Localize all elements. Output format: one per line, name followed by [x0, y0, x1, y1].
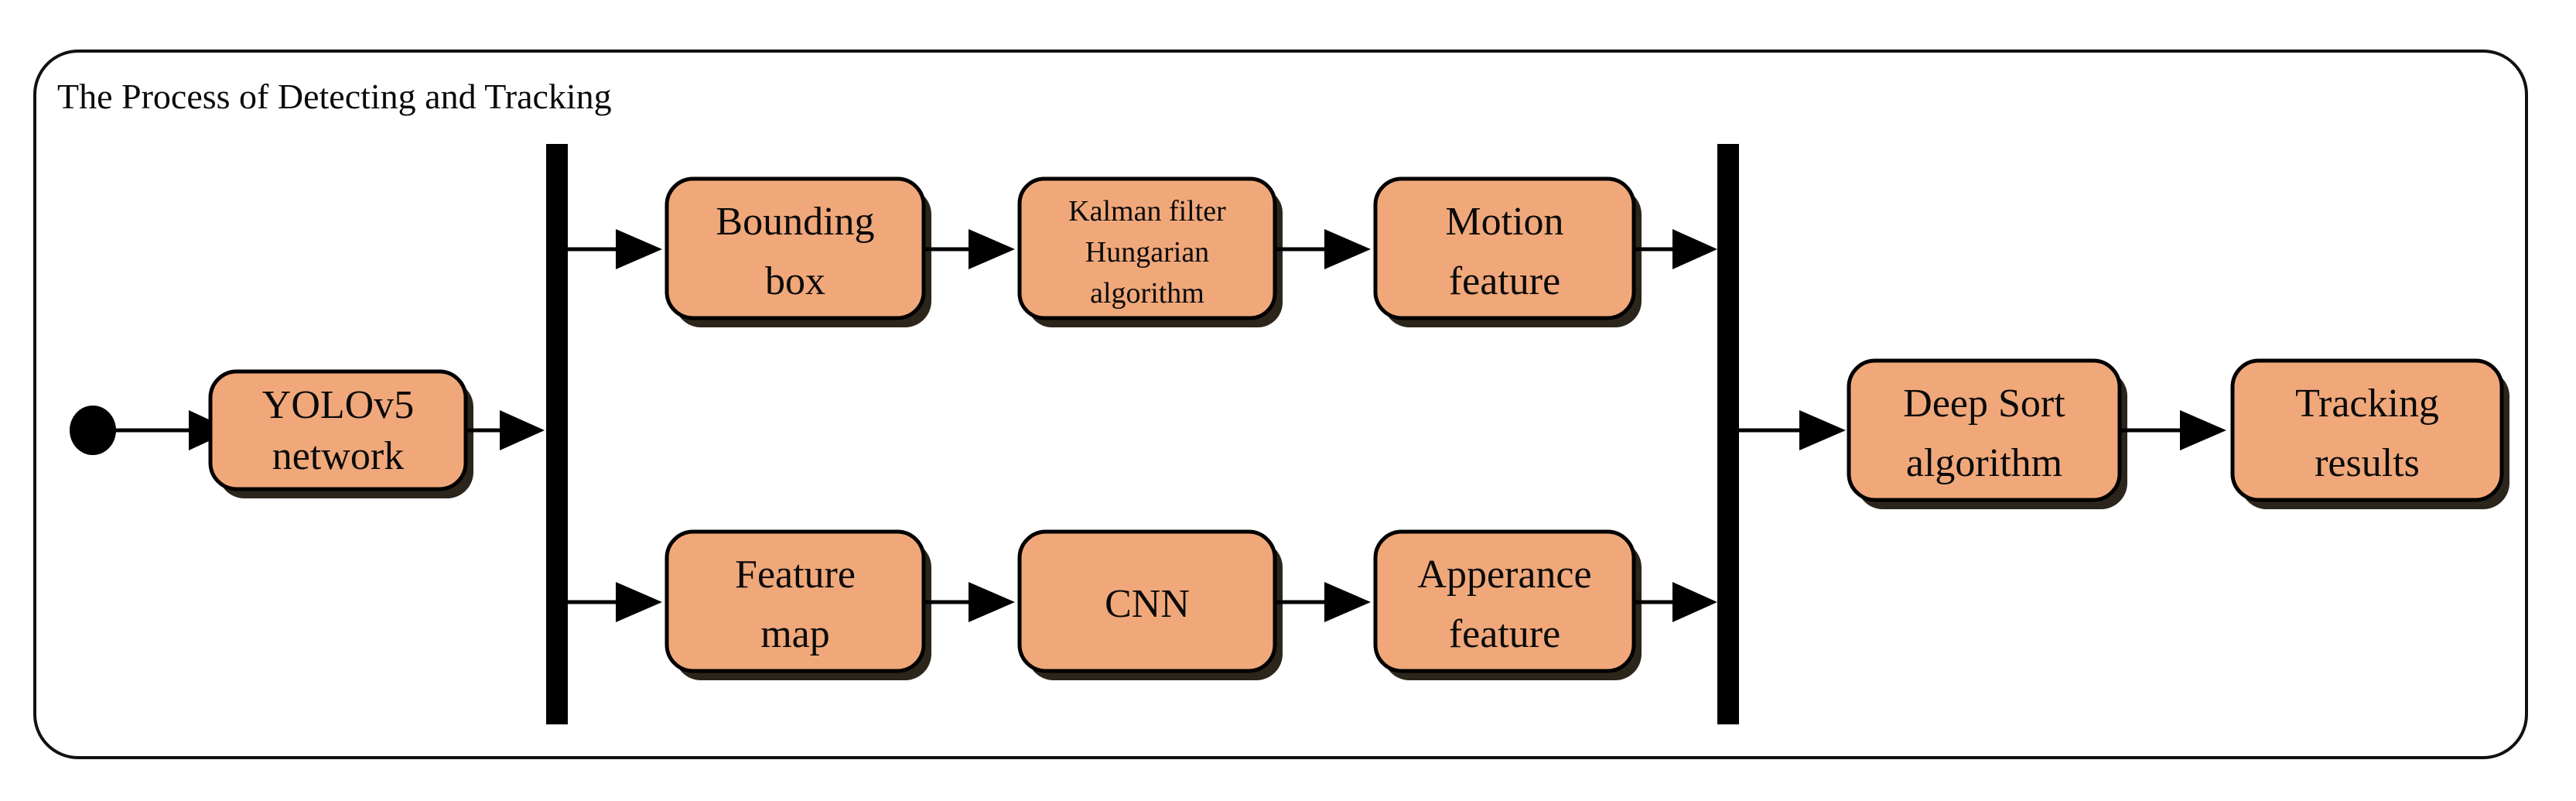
node-feature-map-line1: Feature: [735, 553, 856, 597]
node-yolov5-network-line1: YOLOv5: [262, 383, 414, 427]
node-kalman-hungarian-line3: algorithm: [1090, 277, 1204, 310]
edge-join-to-deep-sort: [1739, 410, 1846, 450]
node-tracking-results-line2: results: [2315, 441, 2420, 485]
edge-apperance-feature-to-join: [1634, 582, 1717, 622]
node-feature-map[interactable]: Feature map: [664, 529, 931, 680]
node-motion-feature-line2: feature: [1449, 259, 1560, 303]
page-title: The Process of Detecting and Tracking: [57, 77, 612, 116]
node-bounding-box[interactable]: Bounding box: [664, 176, 931, 327]
join-bar[interactable]: [1717, 144, 1739, 724]
fork-bar[interactable]: [546, 144, 568, 724]
edge-kalman-to-motion-feature: [1275, 229, 1371, 269]
node-kalman-hungarian[interactable]: Kalman filter Hungarian algorithm: [1017, 176, 1283, 327]
node-yolov5-network[interactable]: YOLOv5 network: [208, 369, 473, 498]
edge-fork-to-feature-map: [568, 582, 662, 622]
edge-bounding-box-to-kalman: [924, 229, 1015, 269]
node-motion-feature-line1: Motion: [1445, 200, 1563, 244]
edge-motion-feature-to-join: [1634, 229, 1717, 269]
edge-fork-to-bounding-box: [568, 229, 662, 269]
node-deep-sort-algorithm-line1: Deep Sort: [1903, 382, 2065, 426]
node-bounding-box-line1: Bounding: [716, 200, 874, 244]
node-motion-feature[interactable]: Motion feature: [1373, 176, 1642, 327]
node-feature-map-line2: map: [760, 612, 830, 656]
node-kalman-hungarian-line2: Hungarian: [1085, 236, 1209, 269]
node-kalman-hungarian-line1: Kalman filter: [1068, 195, 1226, 228]
node-tracking-results-line1: Tracking: [2295, 382, 2439, 426]
edge-feature-map-to-cnn: [924, 582, 1015, 622]
node-cnn-line1: CNN: [1105, 582, 1190, 626]
diagram-frame: [33, 50, 2528, 759]
node-bounding-box-line2: box: [765, 259, 825, 303]
node-deep-sort-algorithm[interactable]: Deep Sort algorithm: [1847, 358, 2127, 509]
node-apperance-feature-line1: Apperance: [1417, 553, 1591, 597]
node-apperance-feature-line2: feature: [1449, 612, 1560, 656]
edge-yolo-to-fork: [466, 410, 545, 450]
node-tracking-results[interactable]: Tracking results: [2230, 358, 2509, 509]
node-deep-sort-algorithm-line2: algorithm: [1906, 441, 2062, 485]
node-cnn[interactable]: CNN: [1017, 529, 1283, 680]
node-yolov5-network-line2: network: [272, 434, 404, 478]
edge-cnn-to-apperance-feature: [1275, 582, 1371, 622]
start-node[interactable]: [70, 406, 116, 455]
node-apperance-feature[interactable]: Apperance feature: [1373, 529, 1642, 680]
edge-deep-sort-to-tracking-results: [2120, 410, 2226, 450]
